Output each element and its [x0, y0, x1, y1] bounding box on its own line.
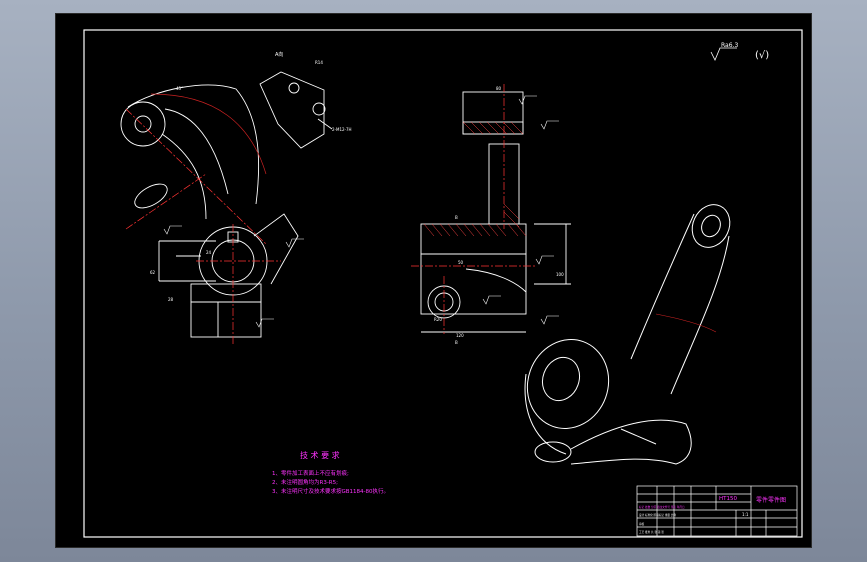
title-block-row: 工艺 批准 共 张 第 张 — [639, 530, 664, 534]
roughness-value: Ra6.3 — [721, 42, 738, 49]
svg-text:28: 28 — [168, 297, 174, 302]
front-centerlines — [125, 93, 281, 344]
roughness-marks-left — [163, 225, 304, 328]
section-a-view: A向 — [259, 51, 333, 149]
title-block-row: 审核 — [639, 522, 645, 526]
roughness-mark: Ra6.3 (√) — [710, 42, 769, 61]
tech-req-item: 2、未注明圆角均为R3-R5; — [272, 478, 338, 486]
dim-labels-section: 80 50 120 R20 100 B B — [434, 86, 564, 345]
front-view — [120, 84, 299, 338]
section-centerlines — [411, 84, 536, 334]
svg-text:R20: R20 — [434, 317, 442, 322]
svg-text:2-M12-7H: 2-M12-7H — [332, 127, 352, 132]
roughness-marks-section — [482, 95, 559, 325]
tech-req-item: 1、零件加工表面上不应有划痕; — [272, 469, 349, 477]
material-label: HT150 — [719, 496, 737, 502]
svg-text:R14: R14 — [315, 60, 323, 65]
svg-text:50: 50 — [458, 260, 464, 265]
svg-text:24: 24 — [206, 250, 212, 255]
technical-requirements: 技 术 要 求 1、零件加工表面上不应有划痕; 2、未注明圆角均为R3-R5; … — [272, 450, 389, 495]
title-block-row: 设计 标准化 阶段标记 重量 比例 — [639, 513, 676, 517]
svg-text:B: B — [455, 340, 458, 345]
svg-text:120: 120 — [456, 333, 464, 338]
roughness-parens: (√) — [755, 50, 769, 61]
svg-text:100: 100 — [556, 272, 564, 277]
scale-value: 1:1 — [742, 512, 749, 517]
svg-text:80: 80 — [496, 86, 502, 91]
hatching — [423, 121, 527, 237]
cad-drawing[interactable]: Ra6.3 (√) — [56, 14, 813, 549]
model-viewport[interactable]: Ra6.3 (√) — [55, 13, 812, 548]
svg-text:45°: 45° — [176, 86, 183, 91]
isometric-view — [524, 204, 731, 465]
title-block — [636, 485, 798, 537]
svg-text:B: B — [455, 215, 458, 220]
sheet-border — [83, 29, 803, 538]
part-name: 零件零件图 — [756, 496, 786, 504]
tech-req-item: 3、未注明尺寸及技术要求按GB1184-80执行。 — [272, 487, 389, 495]
title-block-row: 标记 处数 分区 更改文件号 签名 年月日 — [639, 505, 685, 509]
tech-req-title: 技 术 要 求 — [300, 450, 340, 460]
dim-labels-left: 45° 62 24 28 — [150, 86, 212, 302]
svg-text:62: 62 — [150, 270, 156, 275]
svg-text:A向: A向 — [275, 51, 283, 58]
